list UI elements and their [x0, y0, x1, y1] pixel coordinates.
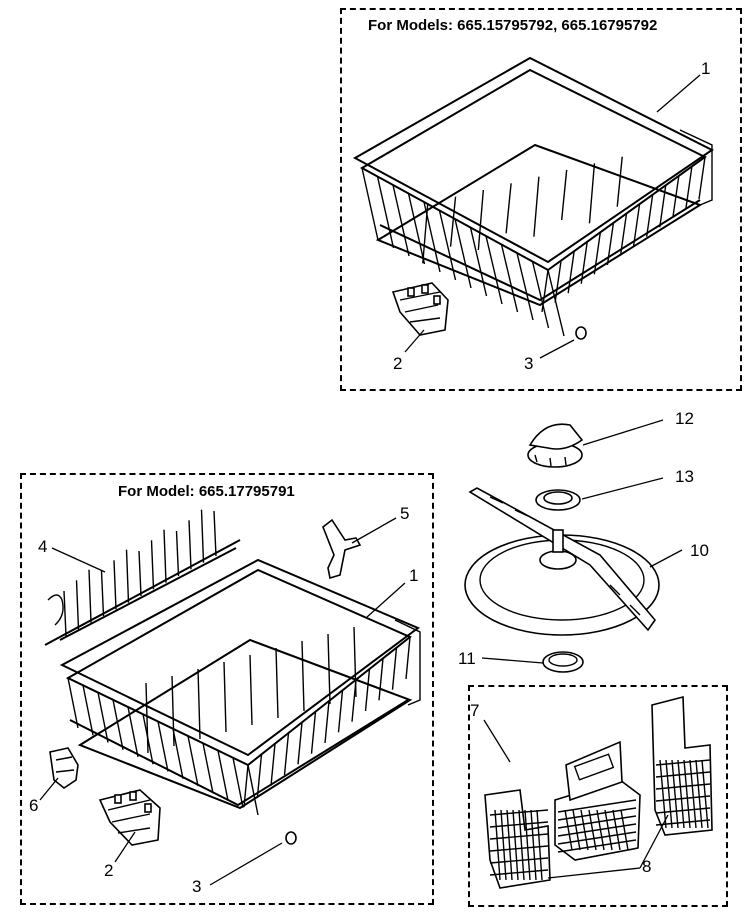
top-panel-title: For Models: 665.15795792, 665.16795792	[368, 17, 658, 34]
seal-ring	[535, 489, 581, 511]
bottom-label-4: 4	[38, 537, 48, 556]
rack-clip-bottom	[98, 789, 161, 846]
label-8: 8	[642, 857, 652, 876]
label-11: 11	[458, 649, 476, 668]
rack-roller-clip	[49, 747, 79, 789]
top-model-panel	[340, 8, 742, 391]
bottom-panel-title: For Model: 665.17795791	[118, 483, 295, 500]
bottom-label-5: 5	[400, 504, 410, 523]
top-label-1: 1	[701, 59, 711, 78]
bottom-label-2: 2	[104, 861, 114, 880]
bottom-model-panel	[20, 473, 434, 905]
spray-arm-assembly	[464, 487, 660, 636]
label-12: 12	[675, 409, 694, 428]
rack-clip-top	[391, 282, 449, 336]
top-label-2: 2	[393, 354, 403, 373]
label-10: 10	[690, 541, 709, 560]
spray-arm-bearing	[542, 651, 584, 673]
tine-clip	[322, 518, 362, 580]
bottom-label-6: 6	[29, 796, 39, 815]
fold-down-tine-row	[44, 509, 241, 646]
bottom-label-1: 1	[409, 566, 419, 585]
label-13: 13	[675, 467, 694, 486]
top-label-3: 3	[524, 354, 534, 373]
basket-panel	[468, 685, 728, 907]
rack-stop-pin-bottom	[285, 831, 297, 845]
rack-stop-pin-top	[575, 326, 587, 340]
bottom-label-3: 3	[192, 877, 202, 896]
spray-arm-nut	[527, 423, 584, 468]
label-7: 7	[470, 701, 480, 720]
